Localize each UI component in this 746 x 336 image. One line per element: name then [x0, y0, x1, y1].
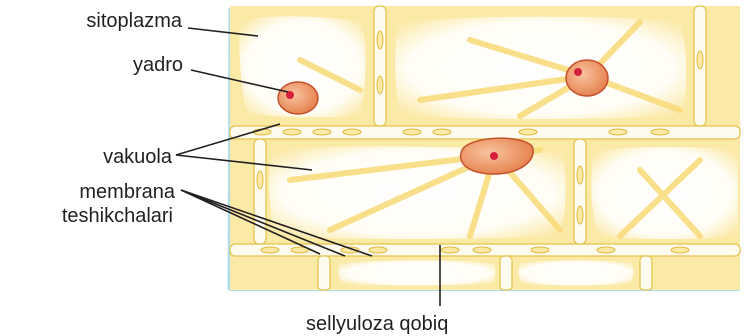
label-membrana: membrana	[79, 181, 175, 203]
nucleolus	[574, 68, 582, 76]
nucleolus	[490, 152, 498, 160]
nucleus-top-right	[566, 60, 608, 96]
nucleus-left	[278, 82, 318, 114]
label-vakuola: vakuola	[103, 146, 173, 168]
label-teshikchalari: teshikchalari	[62, 205, 173, 227]
label-sellyuloza-qobiq: sellyuloza qobiq	[306, 313, 448, 335]
label-yadro: yadro	[133, 54, 183, 76]
label-sitoplazma: sitoplazma	[86, 10, 182, 32]
